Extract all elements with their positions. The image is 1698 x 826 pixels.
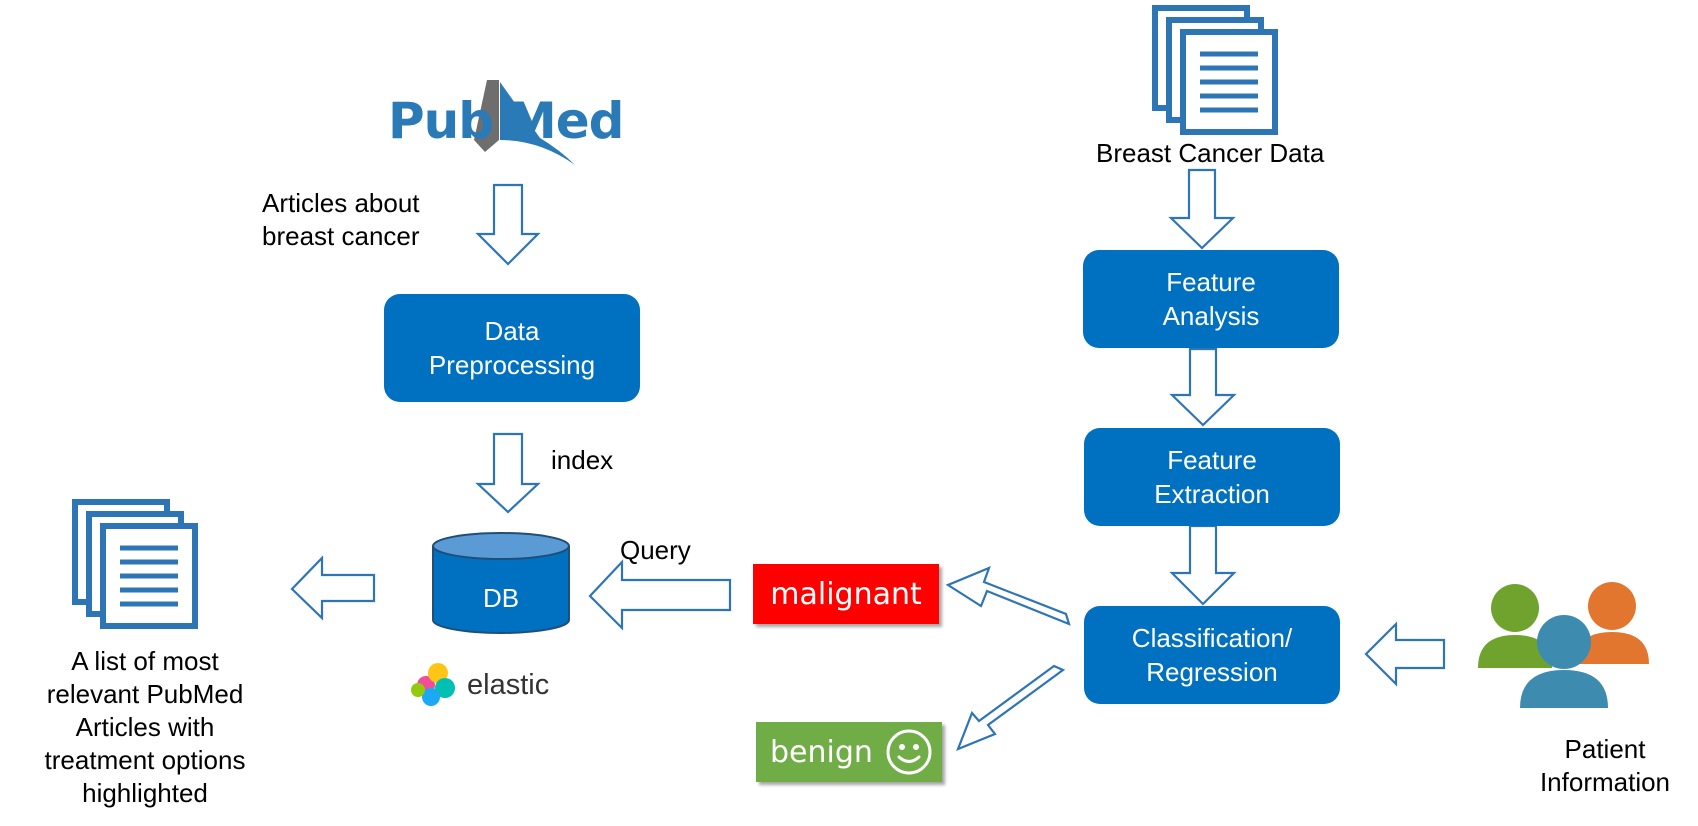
arrow-data-to-feature-analysis — [1168, 168, 1236, 250]
malignant-label: malignant — [770, 576, 922, 612]
index-label: index — [551, 445, 614, 475]
result-list-label: A list of most relevant PubMed Articles … — [44, 646, 246, 808]
elastic-logo-icon — [411, 663, 455, 706]
breast-cancer-data-docs-icon — [1155, 8, 1275, 132]
db-cylinder-icon — [432, 532, 570, 634]
arrow-preprocessing-to-db — [475, 432, 541, 514]
breast-cancer-data-label: Breast Cancer Data — [1096, 138, 1325, 168]
feature-extraction-box: Feature Extraction — [1084, 428, 1340, 526]
arrows — [290, 168, 1446, 751]
patient-info-label: Patient Information — [1539, 734, 1671, 797]
query-label: Query — [620, 535, 691, 565]
pubmed-articles-docs-icon — [75, 502, 195, 626]
arrow-malignant-to-db — [588, 559, 732, 631]
patient-people-icon — [1478, 582, 1649, 708]
smiley-icon — [886, 729, 932, 775]
arrow-pubmed-to-preprocessing — [475, 183, 541, 266]
arrow-classification-to-malignant — [945, 566, 1071, 626]
db-label: DB — [482, 583, 520, 613]
pubmed-logo-left: Pub — [388, 92, 494, 150]
data-preprocessing-box: Data Preprocessing — [384, 294, 640, 402]
arrow-extraction-to-classification — [1169, 524, 1237, 606]
arrow-patient-to-classification — [1364, 621, 1446, 687]
feature-analysis-box: Feature Analysis — [1083, 250, 1339, 348]
benign-result: benign — [756, 722, 942, 782]
arrow-db-to-results — [290, 555, 376, 621]
malignant-result: malignant — [753, 564, 939, 624]
articles-label: Articles about breast cancer — [262, 188, 420, 251]
arrow-classification-to-benign — [956, 664, 1066, 751]
pubmed-logo-icon — [474, 80, 575, 165]
pubmed-logo-right: Med — [507, 92, 624, 150]
classification-box: Classification/ Regression — [1084, 606, 1340, 704]
benign-label: benign — [770, 734, 873, 770]
elastic-logo-text: elastic — [467, 669, 550, 701]
arrow-analysis-to-extraction — [1169, 347, 1237, 427]
